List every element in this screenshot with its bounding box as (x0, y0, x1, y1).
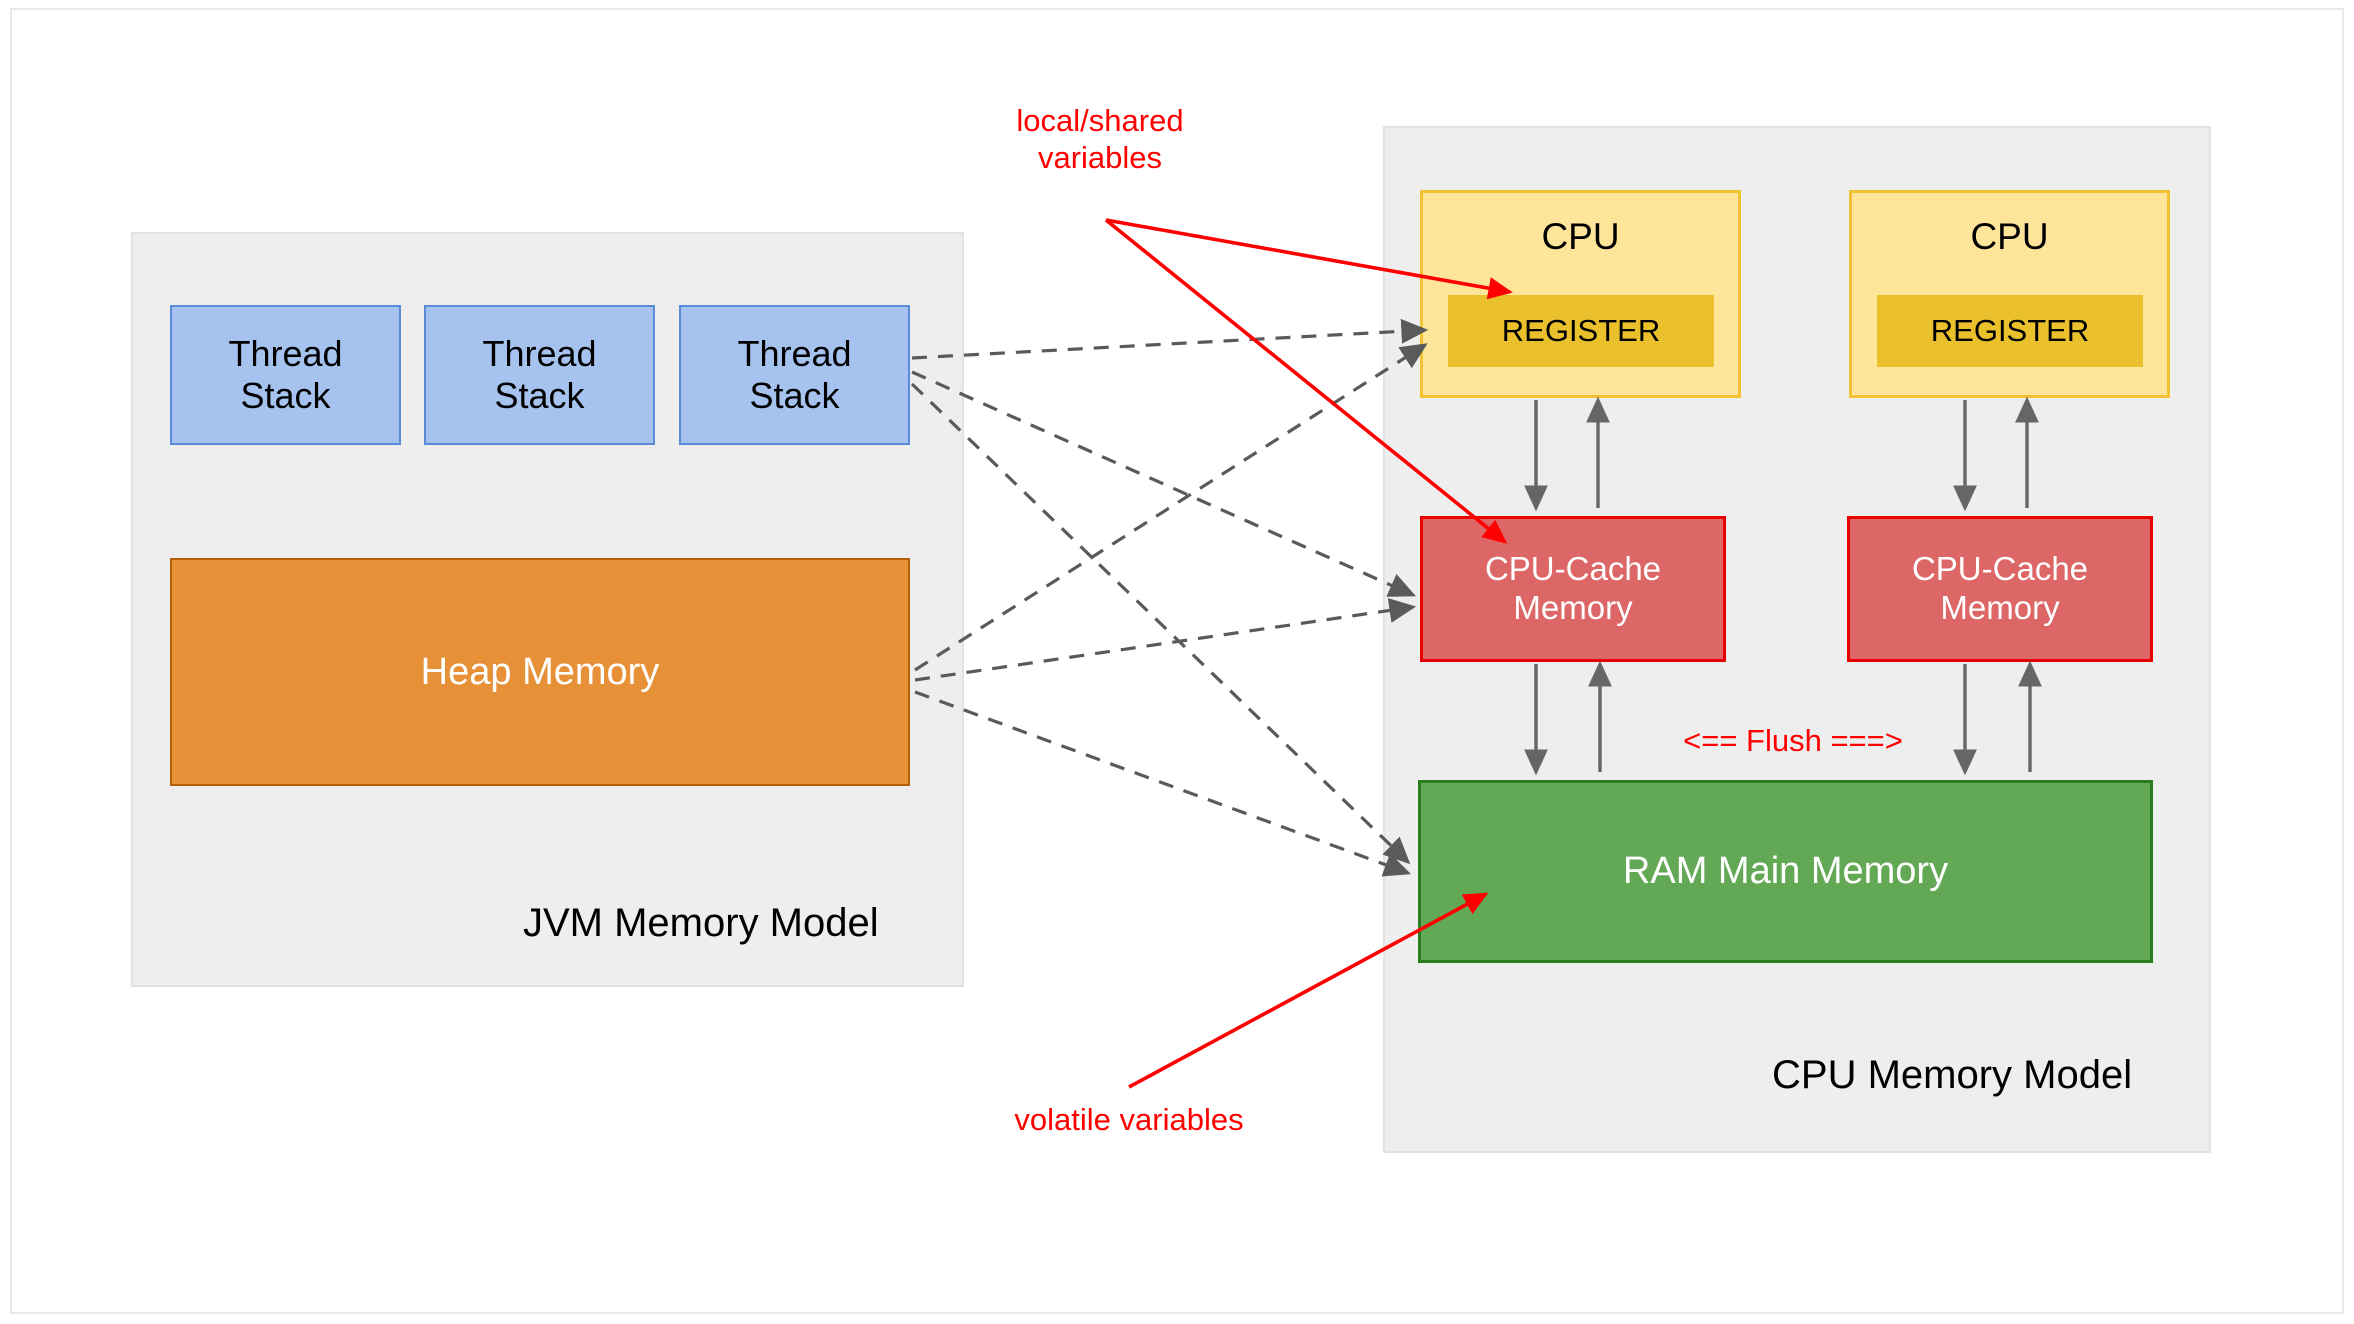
local-shared-variables-line2: variables (1037, 139, 1163, 175)
thread-stack-box-2: Thread Stack (424, 305, 655, 445)
jvm-memory-model-label: JVM Memory Model (523, 901, 879, 945)
register-box-1: REGISTER (1448, 295, 1714, 367)
cpu-cache-label-2-line2: Memory (1940, 589, 2060, 626)
cpu-cache-label-1-line1: CPU-Cache (1484, 550, 1662, 588)
register-box-2: REGISTER (1877, 295, 2143, 367)
cpu-label-1: CPU (1541, 216, 1620, 257)
cpu-cache-label-1: CPU-Cache Memory (1485, 550, 1661, 628)
cpu-memory-model-label: CPU Memory Model (1772, 1053, 2133, 1097)
thread-stack-label-3-line1: Thread (737, 332, 852, 374)
cpu-cache-label-1-line2: Memory (1513, 589, 1633, 626)
thread-stack-label-3-line2: Stack (749, 375, 840, 416)
register-label-1: REGISTER (1501, 312, 1661, 348)
local-shared-variables-annotation: local/shared variables (1010, 103, 1190, 176)
thread-stack-label-1-line1: Thread (228, 332, 343, 374)
thread-stack-box-1: Thread Stack (170, 305, 401, 445)
thread-stack-label-2-line1: Thread (482, 332, 597, 374)
thread-stack-label-1: Thread Stack (228, 333, 342, 418)
ram-main-memory-box: RAM Main Memory (1418, 780, 2153, 963)
cpu-cache-label-2-line1: CPU-Cache (1911, 550, 2089, 588)
heap-memory-label: Heap Memory (420, 650, 660, 693)
flush-annotation-label: <== Flush ===> (1683, 723, 1903, 758)
thread-stack-label-2-line2: Stack (494, 375, 585, 416)
heap-memory-box: Heap Memory (170, 558, 910, 786)
cpu-cache-box-2: CPU-Cache Memory (1847, 516, 2153, 662)
cpu-label-2: CPU (1970, 216, 2049, 257)
volatile-variables-annotation: volatile variables (1014, 1102, 1244, 1137)
register-label-2: REGISTER (1930, 312, 2090, 348)
local-shared-variables-line1: local/shared (1016, 103, 1184, 138)
thread-stack-box-3: Thread Stack (679, 305, 910, 445)
thread-stack-label-3: Thread Stack (737, 333, 851, 418)
thread-stack-label-1-line2: Stack (240, 375, 331, 416)
thread-stack-label-2: Thread Stack (482, 333, 596, 418)
cpu-cache-box-1: CPU-Cache Memory (1420, 516, 1726, 662)
cpu-cache-label-2: CPU-Cache Memory (1912, 550, 2088, 628)
ram-main-memory-label: RAM Main Memory (1622, 850, 1949, 893)
